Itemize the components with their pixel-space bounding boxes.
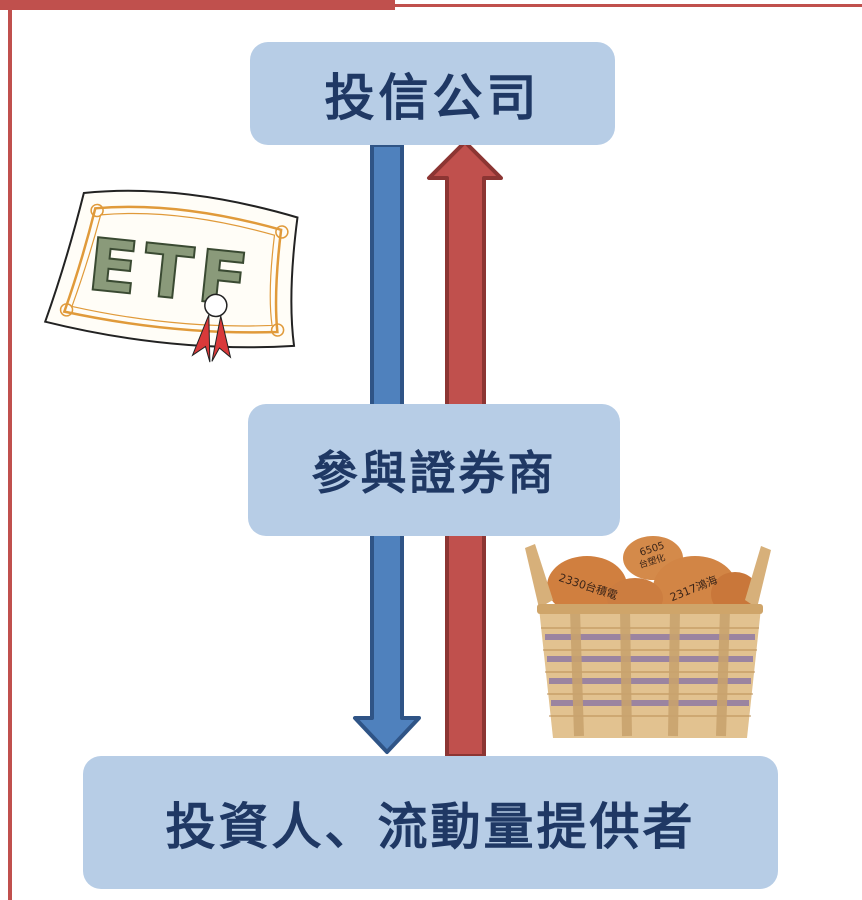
node-participating-dealer-label: 參與證券商: [311, 446, 557, 500]
node-investors-label: 投資人、流動量提供者: [165, 797, 696, 856]
node-fund-company-label: 投信公司: [324, 68, 541, 127]
frame-top-border: [0, 0, 395, 10]
etf-certificate-illustration: ETF: [43, 189, 299, 363]
etf-letters: ETF: [84, 222, 257, 323]
egg-basket-illustration: 6505 台塑化 2330台積電 2317鴻海: [525, 536, 771, 738]
node-participating-dealer: 參與證券商: [248, 404, 620, 536]
frame-top-line: [395, 4, 862, 7]
egg: [547, 556, 627, 616]
node-investors: 投資人、流動量提供者: [83, 756, 778, 889]
node-fund-company: 投信公司: [250, 42, 615, 145]
frame-left-border: [8, 0, 12, 900]
